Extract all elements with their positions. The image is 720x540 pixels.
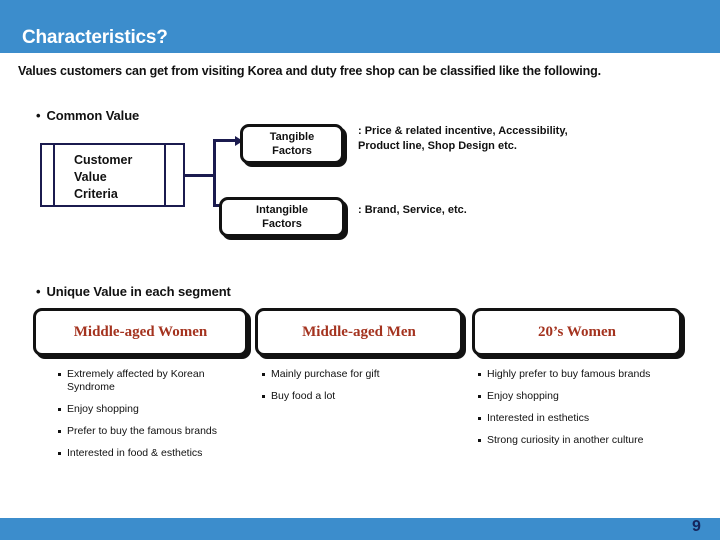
intangible-label-line-2: Factors bbox=[262, 218, 302, 230]
list-item: Buy food a lot bbox=[262, 390, 458, 403]
segment-title: Middle-aged Women bbox=[73, 323, 208, 340]
list-item: Strong curiosity in another culture bbox=[478, 434, 664, 447]
section-heading-label: Unique Value in each segment bbox=[46, 284, 231, 299]
list-item: Highly prefer to buy famous brands bbox=[478, 368, 664, 381]
tangible-factors-description: : Price & related incentive, Accessibili… bbox=[358, 125, 568, 152]
tangible-factors-label: Tangible Factors bbox=[270, 130, 314, 158]
segment-box-20s-women: 20’s Women bbox=[472, 308, 682, 356]
segment-list-middle-aged-men: Mainly purchase for gift Buy food a lot bbox=[262, 368, 458, 412]
connector-stub bbox=[185, 174, 215, 177]
tangible-label-line-2: Factors bbox=[272, 145, 312, 157]
connector-branch-top bbox=[213, 139, 237, 142]
segment-list-20s-women: Highly prefer to buy famous brands Enjoy… bbox=[478, 368, 664, 456]
criteria-line-1: Customer bbox=[74, 153, 133, 167]
list-item: Mainly purchase for gift bbox=[262, 368, 458, 381]
criteria-line-3: Criteria bbox=[74, 187, 118, 201]
connector-vertical bbox=[213, 139, 216, 207]
customer-value-criteria-label: Customer Value Criteria bbox=[74, 152, 132, 203]
criteria-line-2: Value bbox=[74, 170, 107, 184]
section-heading-label: Common Value bbox=[46, 108, 140, 123]
footer-band bbox=[0, 518, 720, 540]
bullet-glyph-icon: • bbox=[36, 284, 41, 299]
segment-title: 20’s Women bbox=[538, 323, 616, 340]
section-heading-common-value: • Common Value bbox=[36, 108, 139, 123]
segment-list-middle-aged-women: Extremely affected by Korean Syndrome En… bbox=[58, 368, 254, 469]
process-bar-right bbox=[164, 145, 166, 205]
customer-value-criteria-box: Customer Value Criteria bbox=[40, 143, 185, 207]
header-band bbox=[0, 0, 720, 53]
list-item: Enjoy shopping bbox=[478, 390, 664, 403]
intangible-label-line-1: Intangible bbox=[256, 204, 308, 216]
list-item: Enjoy shopping bbox=[58, 403, 254, 416]
arrowhead-top-icon bbox=[235, 136, 243, 146]
list-item: Interested in food & esthetics bbox=[58, 447, 254, 460]
tangible-factors-box: Tangible Factors bbox=[240, 124, 344, 164]
list-item: Interested in esthetics bbox=[478, 412, 664, 425]
list-item: Extremely affected by Korean Syndrome bbox=[58, 368, 254, 394]
intangible-factors-description: : Brand, Service, etc. bbox=[358, 204, 467, 216]
tangible-label-line-1: Tangible bbox=[269, 131, 315, 143]
bullet-glyph-icon: • bbox=[36, 108, 41, 123]
page-number: 9 bbox=[692, 518, 701, 535]
process-bar-left bbox=[53, 145, 55, 205]
list-item: Prefer to buy the famous brands bbox=[58, 425, 254, 438]
page-title: Characteristics? bbox=[22, 27, 168, 48]
segment-box-middle-aged-women: Middle-aged Women bbox=[33, 308, 248, 356]
segment-box-middle-aged-men: Middle-aged Men bbox=[255, 308, 463, 356]
intangible-factors-box: Intangible Factors bbox=[219, 197, 345, 237]
section-heading-unique-value: • Unique Value in each segment bbox=[36, 284, 231, 299]
intangible-factors-label: Intangible Factors bbox=[256, 203, 308, 231]
segment-title: Middle-aged Men bbox=[302, 323, 416, 340]
subtitle-text: Values customers can get from visiting K… bbox=[18, 64, 601, 78]
